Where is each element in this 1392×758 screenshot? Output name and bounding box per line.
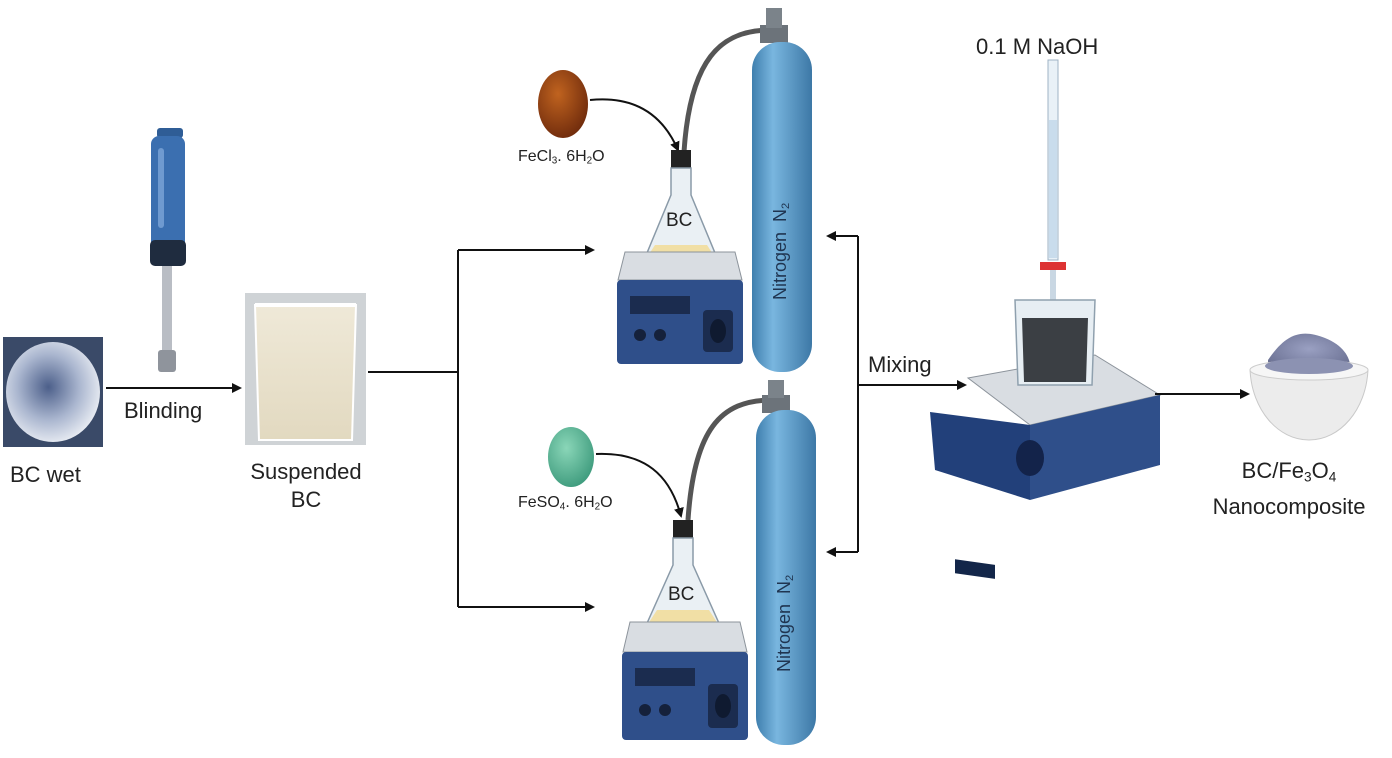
magnetic-stirrer-top [617, 251, 743, 364]
magnetic-stirrer-bottom [622, 621, 748, 740]
label-product-line1: BC/Fe3O4 [1241, 458, 1337, 485]
label-naoh: 0.1 M NaOH [976, 34, 1099, 59]
burette-icon [1040, 59, 1066, 300]
stirrer-reactor-icon [930, 299, 1162, 579]
product-bowl-icon [1249, 333, 1369, 441]
label-feso4: FeSO4. 6H2O [518, 494, 613, 513]
suspended-bc-photo [245, 293, 366, 445]
label-product-line2: Nanocomposite [1212, 494, 1366, 520]
flask-top-icon [640, 150, 722, 266]
label-flask-bottom: BC [668, 584, 695, 605]
flask-bottom-icon [642, 520, 724, 631]
label-bc-wet: BC wet [10, 462, 81, 487]
label-product: BC/Fe3O4 Nanocomposite [1186, 456, 1392, 522]
nitrogen-cylinder-top [752, 8, 812, 372]
label-mixing: Mixing [868, 352, 932, 377]
nitrogen-cylinder-bottom [756, 380, 816, 745]
label-suspended-bc: Suspended BC [236, 458, 376, 514]
label-suspended-line2: BC [290, 487, 322, 512]
nitrogen-tube-bottom [685, 397, 773, 521]
label-nitrogen-bottom: Nitrogen N2 [774, 574, 796, 672]
label-fecl3: FeCl3. 6H2O [518, 148, 605, 167]
arrow-feso4-to-flask [595, 452, 684, 518]
arrow-fecl3-to-flask [589, 98, 680, 152]
label-flask-top: BC [666, 210, 693, 231]
label-suspended-line1: Suspended [250, 459, 362, 484]
feso4-powder-icon [548, 427, 594, 487]
nitrogen-tube-top [681, 27, 771, 153]
blender-icon [150, 128, 186, 372]
bc-wet-photo [3, 337, 103, 447]
label-blinding: Blinding [124, 398, 203, 423]
label-nitrogen-top: Nitrogen N2 [770, 202, 792, 300]
fecl3-powder-icon [538, 70, 588, 138]
